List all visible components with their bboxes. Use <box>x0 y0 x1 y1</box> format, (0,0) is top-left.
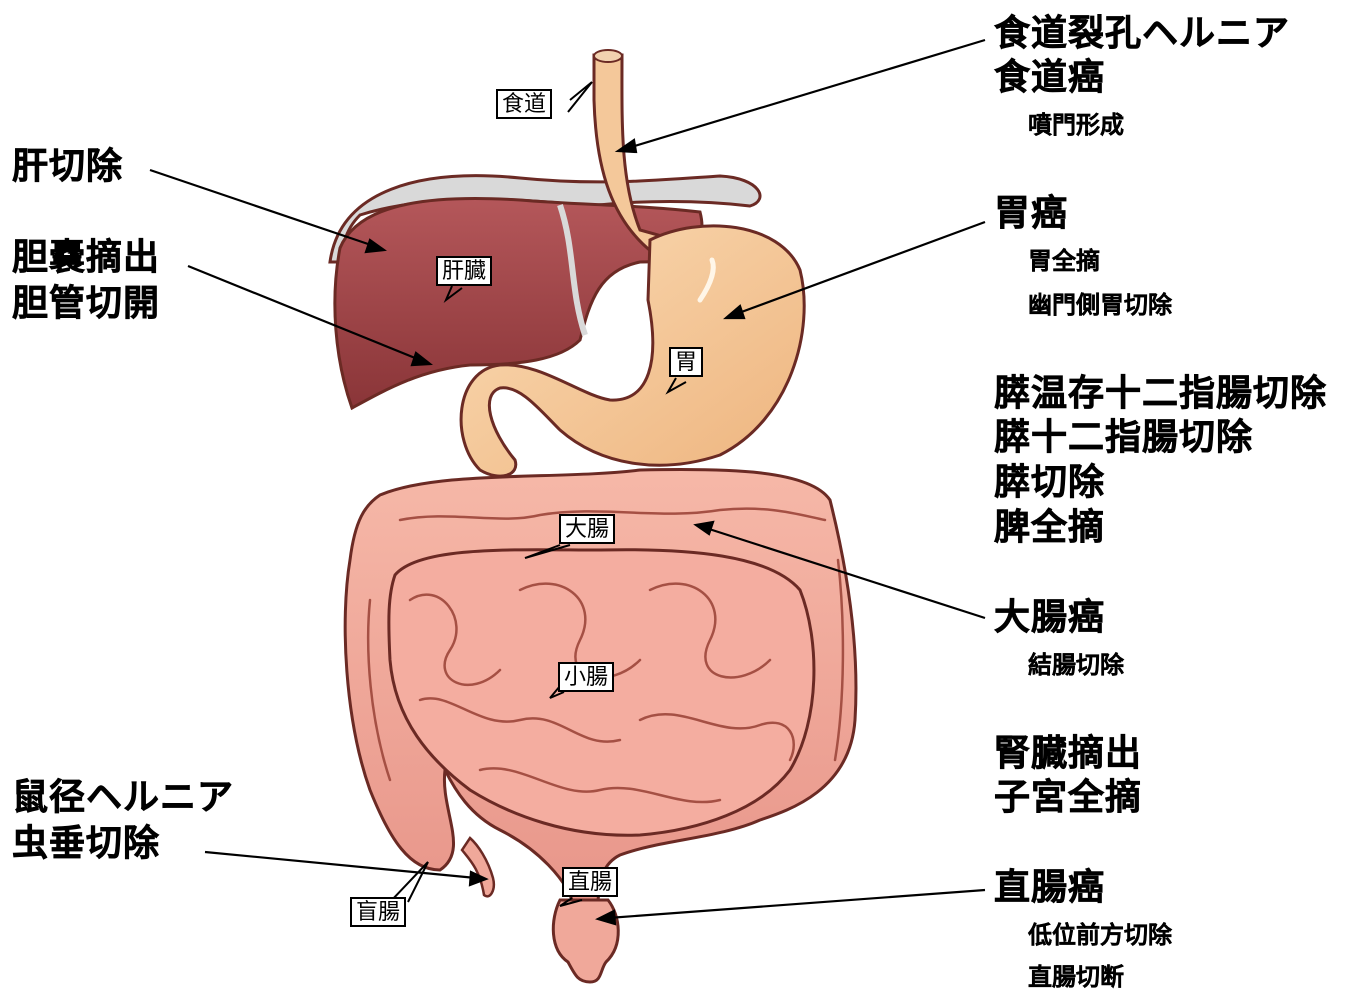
small-intestine-tag: 小腸 <box>558 662 614 692</box>
appendix-shape <box>462 838 494 896</box>
splenectomy-label: 脾全摘 <box>994 506 1105 550</box>
cholecystectomy-label: 胆嚢摘出 <box>12 236 160 280</box>
liver-tag: 肝臓 <box>436 256 492 286</box>
liver-resection-label: 肝切除 <box>12 145 123 189</box>
abdominoperineal-resection-label: 直腸切断 <box>1028 962 1124 992</box>
esophageal-cancer-label: 食道癌 <box>994 56 1105 100</box>
hysterectomy-label: 子宮全摘 <box>994 776 1142 820</box>
rectum-shape <box>553 900 618 982</box>
total-gastrectomy-label: 胃全摘 <box>1028 246 1100 276</box>
appendectomy-label: 虫垂切除 <box>12 822 160 866</box>
colectomy-label: 結腸切除 <box>1028 650 1124 680</box>
gastric-cancer-label: 胃癌 <box>994 192 1068 236</box>
small-intestine-shape <box>389 550 814 836</box>
rectum-tag: 直腸 <box>562 867 618 897</box>
rectal-cancer-label: 直腸癌 <box>994 866 1105 910</box>
cecum-tag: 盲腸 <box>350 897 406 927</box>
inguinal-hernia-label: 鼠径ヘルニア <box>12 776 234 820</box>
colorectal-cancer-label: 大腸癌 <box>994 596 1105 640</box>
fundoplication-label: 噴門形成 <box>1028 110 1124 140</box>
nephrectomy-label: 腎臓摘出 <box>994 732 1142 776</box>
pancreaticoduodenectomy-label: 膵十二指腸切除 <box>994 416 1253 460</box>
esophagus-opening <box>594 50 622 62</box>
hiatal-hernia-label: 食道裂孔ヘルニア <box>994 12 1290 56</box>
pppd-label: 膵温存十二指腸切除 <box>994 372 1327 416</box>
low-anterior-resection-label: 低位前方切除 <box>1028 920 1172 950</box>
pancreatectomy-label: 膵切除 <box>994 461 1105 505</box>
esophagus-tag: 食道 <box>496 89 552 119</box>
large-intestine-tag: 大腸 <box>559 514 615 544</box>
distal-gastrectomy-label: 幽門側胃切除 <box>1028 290 1172 320</box>
stomach-tag: 胃 <box>669 347 703 377</box>
choledochotomy-label: 胆管切開 <box>12 282 160 326</box>
